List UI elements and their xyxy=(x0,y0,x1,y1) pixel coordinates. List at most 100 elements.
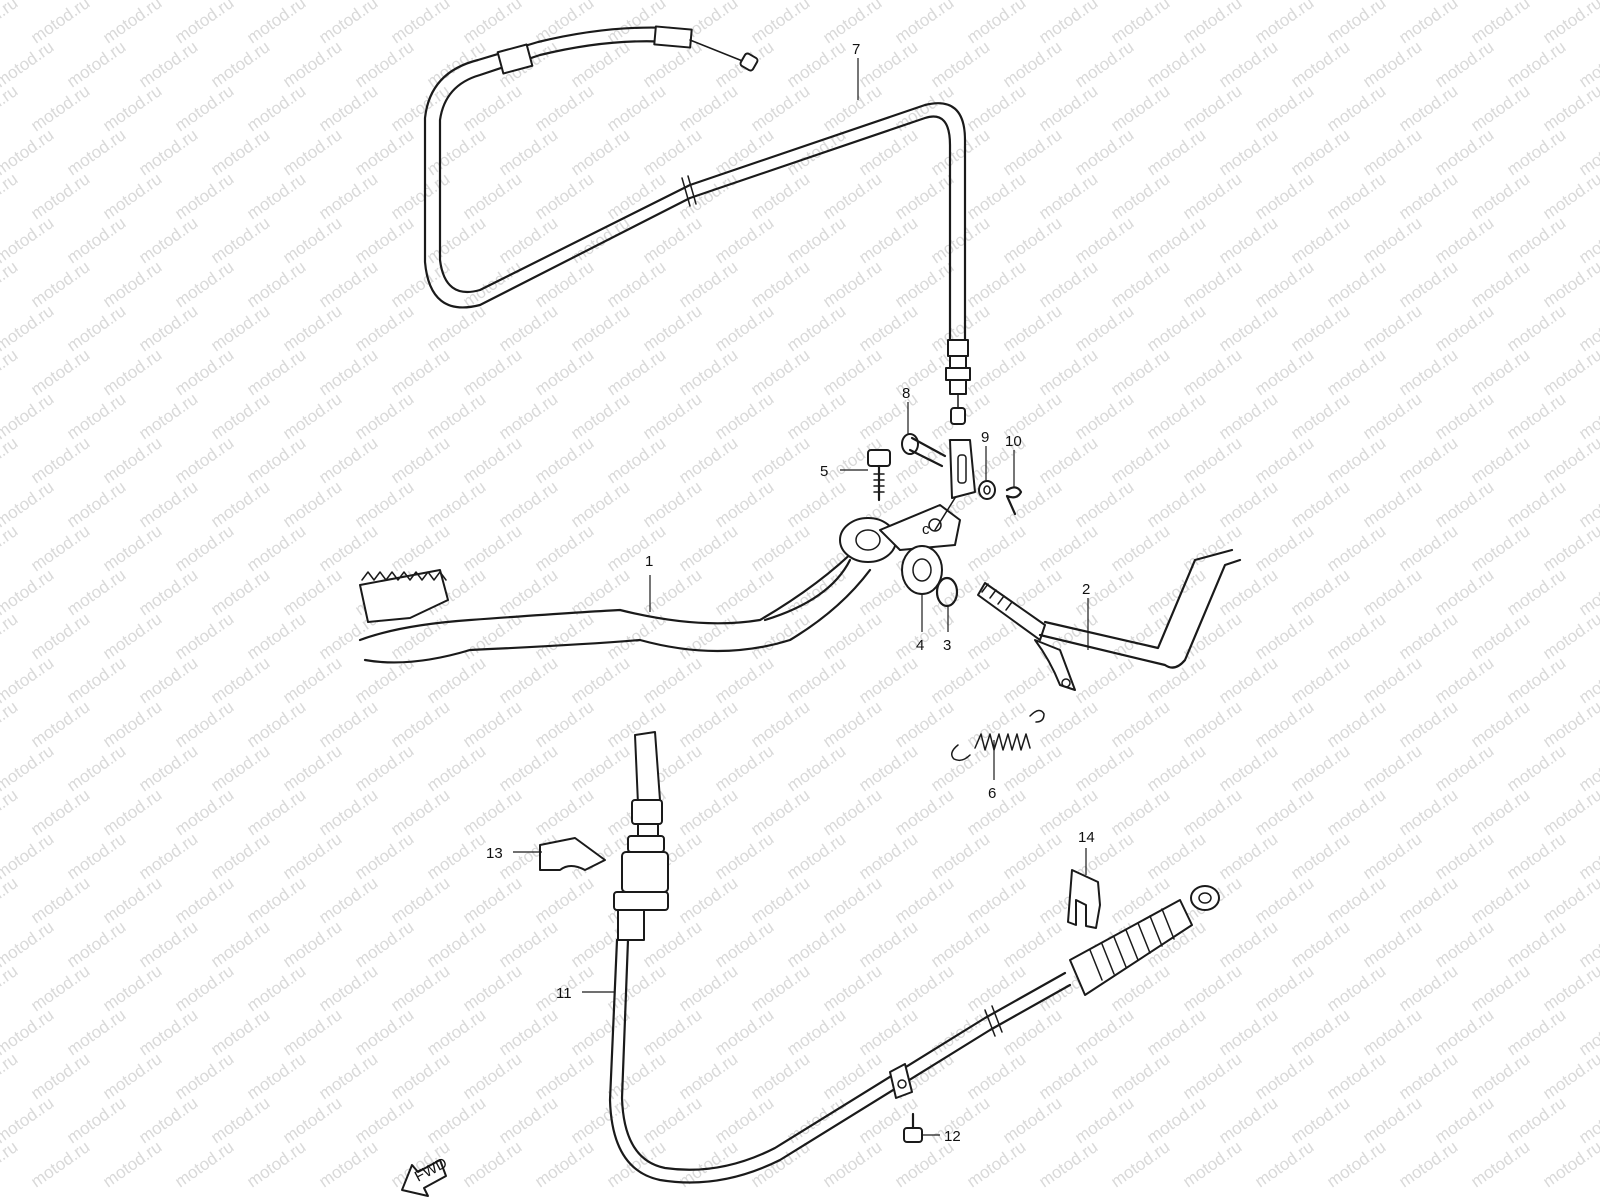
watermark-text: motod.ru xyxy=(1467,257,1533,311)
watermark-text: motod.ru xyxy=(0,1049,21,1103)
watermark-text: motod.ru xyxy=(1431,653,1497,707)
watermark-text: motod.ru xyxy=(1395,1049,1461,1103)
watermark-text: motod.ru xyxy=(1431,477,1497,531)
watermark-text: motod.ru xyxy=(567,741,633,795)
watermark-text: motod.ru xyxy=(1035,81,1101,135)
watermark-text: motod.ru xyxy=(1467,81,1533,135)
watermark-text: motod.ru xyxy=(675,433,741,487)
watermark-text: motod.ru xyxy=(1467,521,1533,575)
watermark-text: motod.ru xyxy=(927,37,993,91)
watermark-text: motod.ru xyxy=(459,961,525,1015)
watermark-text: motod.ru xyxy=(675,257,741,311)
watermark-text: motod.ru xyxy=(603,257,669,311)
watermark-text: motod.ru xyxy=(315,169,381,223)
watermark-text: motod.ru xyxy=(1575,1005,1600,1059)
watermark-text: motod.ru xyxy=(747,81,813,135)
watermark-text: motod.ru xyxy=(1323,81,1389,135)
watermark-text: motod.ru xyxy=(1143,213,1209,267)
watermark-text: motod.ru xyxy=(423,125,489,179)
watermark-text: motod.ru xyxy=(63,477,129,531)
watermark-text: motod.ru xyxy=(1143,37,1209,91)
watermark-text: motod.ru xyxy=(27,0,93,47)
watermark-text: motod.ru xyxy=(459,433,525,487)
watermark-text: motod.ru xyxy=(207,213,273,267)
watermark-text: motod.ru xyxy=(459,697,525,751)
watermark-text: motod.ru xyxy=(603,1049,669,1103)
watermark-text: motod.ru xyxy=(0,521,21,575)
watermark-text: motod.ru xyxy=(1107,81,1173,135)
watermark-text: motod.ru xyxy=(1287,829,1353,883)
watermark-text: motod.ru xyxy=(1575,1093,1600,1147)
watermark-text: motod.ru xyxy=(999,477,1065,531)
part-3-o-ring xyxy=(935,576,959,608)
watermark-text: motod.ru xyxy=(855,653,921,707)
watermark-text: motod.ru xyxy=(819,785,885,839)
watermark-text: motod.ru xyxy=(351,477,417,531)
watermark-text: motod.ru xyxy=(1143,1093,1209,1147)
watermark-text: motod.ru xyxy=(639,1093,705,1147)
watermark-text: motod.ru xyxy=(1575,653,1600,707)
watermark-text: motod.ru xyxy=(1395,433,1461,487)
watermark-text: motod.ru xyxy=(1071,37,1137,91)
watermark-text: motod.ru xyxy=(495,477,561,531)
watermark-text: motod.ru xyxy=(279,917,345,971)
watermark-text: motod.ru xyxy=(279,565,345,619)
part-1-brake-pedal: c xyxy=(358,504,961,664)
watermark-text: motod.ru xyxy=(1107,433,1173,487)
watermark-text: motod.ru xyxy=(927,213,993,267)
watermark-text: motod.ru xyxy=(891,169,957,223)
watermark-text: motod.ru xyxy=(819,257,885,311)
watermark-text: motod.ru xyxy=(999,1093,1065,1147)
watermark-text: motod.ru xyxy=(1539,433,1600,487)
watermark-text: motod.ru xyxy=(1395,0,1461,47)
watermark-text: motod.ru xyxy=(747,521,813,575)
watermark-text: motod.ru xyxy=(243,169,309,223)
watermark-text: motod.ru xyxy=(1251,785,1317,839)
watermark-text: motod.ru xyxy=(1251,433,1317,487)
watermark-text: motod.ru xyxy=(531,697,597,751)
watermark-text: motod.ru xyxy=(531,609,597,663)
watermark-text: motod.ru xyxy=(135,477,201,531)
watermark-text: motod.ru xyxy=(819,609,885,663)
watermark-text: motod.ru xyxy=(1107,345,1173,399)
watermark-text: motod.ru xyxy=(711,917,777,971)
watermark-text: motod.ru xyxy=(135,741,201,795)
watermark-text: motod.ru xyxy=(567,653,633,707)
watermark-text: motod.ru xyxy=(639,389,705,443)
watermark-text: motod.ru xyxy=(0,873,21,927)
watermark-text: motod.ru xyxy=(1395,257,1461,311)
watermark-text: motod.ru xyxy=(1143,565,1209,619)
watermark-text: motod.ru xyxy=(1179,169,1245,223)
watermark-text: motod.ru xyxy=(819,873,885,927)
watermark-text: motod.ru xyxy=(207,1093,273,1147)
watermark-text: motod.ru xyxy=(963,1137,1029,1191)
watermark-text: motod.ru xyxy=(1431,565,1497,619)
watermark-text: motod.ru xyxy=(1143,1005,1209,1059)
part-7-upper-cable xyxy=(423,25,971,425)
watermark-text: motod.ru xyxy=(1071,653,1137,707)
watermark-text: motod.ru xyxy=(171,873,237,927)
watermark-text: motod.ru xyxy=(135,301,201,355)
watermark-text: motod.ru xyxy=(99,961,165,1015)
watermark-text: motod.ru xyxy=(747,609,813,663)
watermark-text: motod.ru xyxy=(459,0,525,47)
watermark-text: motod.ru xyxy=(819,697,885,751)
watermark-text: motod.ru xyxy=(135,1005,201,1059)
watermark-text: motod.ru xyxy=(963,169,1029,223)
watermark-text: motod.ru xyxy=(1215,1093,1281,1147)
watermark-text: motod.ru xyxy=(0,81,21,135)
watermark-text: motod.ru xyxy=(1503,301,1569,355)
watermark-text: motod.ru xyxy=(27,81,93,135)
svg-text:c: c xyxy=(922,521,930,538)
watermark-text: motod.ru xyxy=(1395,785,1461,839)
watermark-text: motod.ru xyxy=(495,741,561,795)
watermark-text: motod.ru xyxy=(1323,1049,1389,1103)
watermark-text: motod.ru xyxy=(747,785,813,839)
watermark-text: motod.ru xyxy=(1287,917,1353,971)
watermark-text: motod.ru xyxy=(783,389,849,443)
watermark-text: motod.ru xyxy=(531,1049,597,1103)
watermark-text: motod.ru xyxy=(63,1093,129,1147)
watermark-text: motod.ru xyxy=(1323,697,1389,751)
watermark-text: motod.ru xyxy=(459,785,525,839)
watermark-text: motod.ru xyxy=(171,1049,237,1103)
